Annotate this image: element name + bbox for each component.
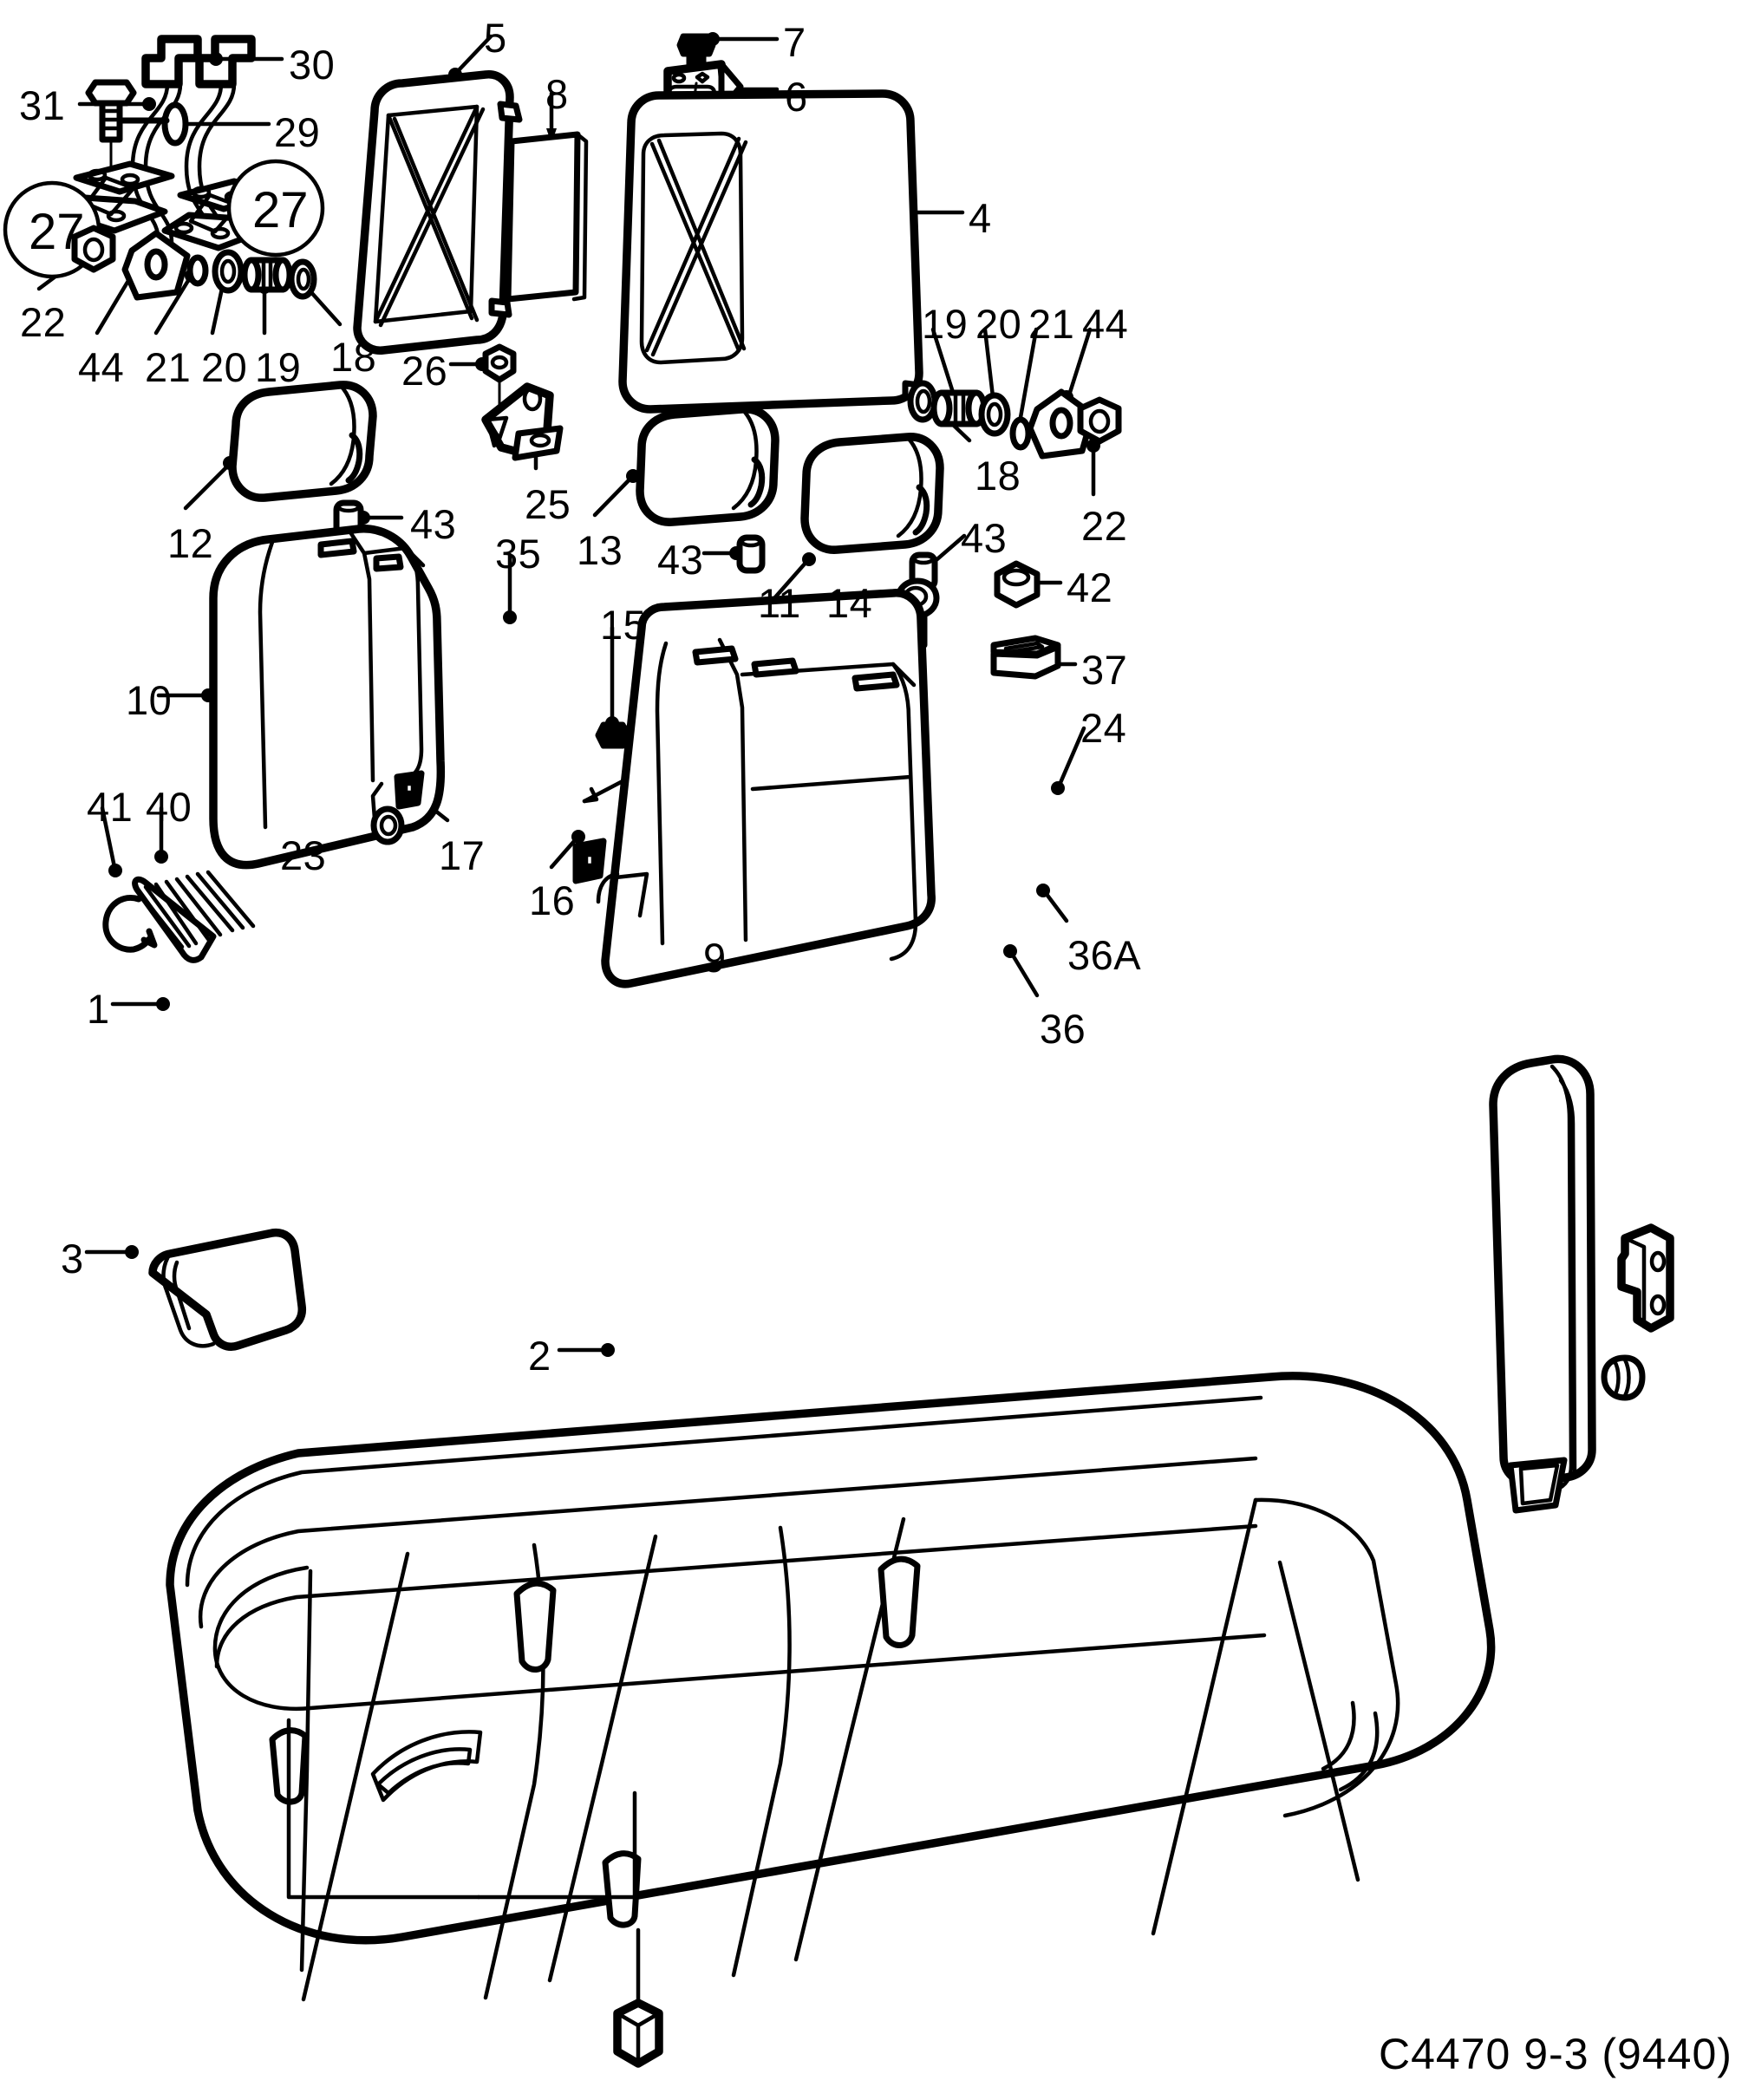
c-clip-41 <box>102 895 158 953</box>
circle-ref-number-27-right: 27 <box>252 182 309 238</box>
pivot-plate-44-right <box>1027 388 1096 460</box>
small-washer-21-right <box>1009 416 1032 451</box>
headrest-11 <box>800 433 944 554</box>
callout-37: 37 <box>1081 647 1128 693</box>
headrest-13 <box>636 405 780 526</box>
callout-24: 24 <box>1080 705 1127 751</box>
callout-43-left: 43 <box>410 501 457 547</box>
seat-cushion-1 <box>166 1372 1496 2002</box>
side-bracket-24 <box>1617 1223 1674 1333</box>
callout-29: 29 <box>274 109 321 155</box>
callout-21-left: 21 <box>145 344 192 390</box>
callout-13: 13 <box>577 527 623 573</box>
callout-30: 30 <box>289 42 336 88</box>
callout-6: 6 <box>785 74 808 120</box>
callout-42: 42 <box>1067 564 1113 610</box>
callout-36A: 36A <box>1067 932 1142 978</box>
callout-21-right: 21 <box>1028 301 1075 347</box>
side-bolster-36 <box>1489 1054 1596 1514</box>
callout-43-right: 43 <box>961 515 1008 561</box>
callout-44-right: 44 <box>1082 301 1129 347</box>
callout-41: 41 <box>87 784 134 830</box>
callout-11: 11 <box>758 580 801 626</box>
seat-back-cushion-10 <box>209 525 446 870</box>
coil-spring-40 <box>132 870 256 963</box>
callout-31: 31 <box>19 82 66 128</box>
callout-22-right: 22 <box>1081 503 1128 549</box>
bracket-nut-26 <box>482 343 517 409</box>
callout-9: 9 <box>703 935 727 981</box>
back-panel-pad-8 <box>505 131 589 303</box>
callout-2: 2 <box>528 1333 551 1379</box>
callout-10: 10 <box>126 677 173 723</box>
callout-5: 5 <box>484 15 507 61</box>
center-pad-3 <box>148 1228 307 1351</box>
callout-17: 17 <box>439 832 486 878</box>
cable-grommet-29 <box>118 101 189 147</box>
callout-7: 7 <box>783 19 806 65</box>
callout-14: 14 <box>826 580 873 626</box>
callout-12: 12 <box>167 520 214 566</box>
trim-cap-37 <box>990 635 1061 680</box>
bolster-pin-36A <box>1601 1354 1646 1401</box>
callout-36: 36 <box>1040 1006 1086 1052</box>
callout-3: 3 <box>61 1236 84 1282</box>
small-washer-21-left <box>186 254 209 287</box>
bushing-cap-18-left <box>288 258 317 300</box>
headrest-guide-43-center <box>736 534 766 574</box>
callout-4: 4 <box>969 195 992 241</box>
callout-20-right: 20 <box>975 301 1022 347</box>
callout-18-left: 18 <box>330 334 377 380</box>
title-block: C4470 9-3 (9440) <box>1379 2030 1732 2078</box>
callout-8: 8 <box>545 71 569 117</box>
seat-back-frame-4 <box>618 89 924 414</box>
pivot-plate-44-left <box>121 230 191 301</box>
coil-bushing-19-left <box>241 257 293 293</box>
bushing-cap-18-right <box>907 380 938 423</box>
callout-16: 16 <box>529 877 576 923</box>
callout-19-left: 19 <box>255 344 302 390</box>
callout-19-right: 19 <box>922 301 969 347</box>
circle-ref-27-right <box>226 159 325 258</box>
callout-26: 26 <box>401 348 448 394</box>
seat-back-cushion-9 <box>596 589 936 988</box>
flat-washer-20-right <box>978 392 1011 437</box>
callout-44-left: 44 <box>78 344 125 390</box>
clip-3-assembly-line <box>286 1718 481 1900</box>
callout-22-left: 22 <box>20 299 67 345</box>
callout-20-left: 20 <box>201 344 248 390</box>
center-pivot-bracket-25 <box>481 382 564 461</box>
callout-1: 1 <box>87 986 110 1032</box>
retaining-clip-16 <box>572 838 607 884</box>
retaining-clip-17 <box>394 770 425 810</box>
clip-1-assembly-line <box>476 1790 637 1900</box>
hex-nut-22-left <box>71 225 116 273</box>
callout-23: 23 <box>280 832 327 878</box>
callout-43-center: 43 <box>657 537 704 583</box>
circle-ref-number-27-left: 27 <box>29 204 85 260</box>
callout-35: 35 <box>495 531 542 577</box>
callout-15: 15 <box>600 602 647 648</box>
callout-18-right: 18 <box>975 453 1021 499</box>
callout-40: 40 <box>146 784 192 830</box>
hex-nut-22-right <box>1077 396 1122 445</box>
coil-bushing-19-right <box>930 389 988 427</box>
hex-nut-42 <box>994 560 1041 609</box>
headrest-12 <box>228 381 377 502</box>
seat-back-frame-5 <box>353 70 523 355</box>
cushion-clip-2 <box>613 1999 663 2068</box>
pivot-washer-23 <box>370 805 405 845</box>
flat-washer-20-left <box>212 249 245 294</box>
callout-25: 25 <box>525 481 571 527</box>
